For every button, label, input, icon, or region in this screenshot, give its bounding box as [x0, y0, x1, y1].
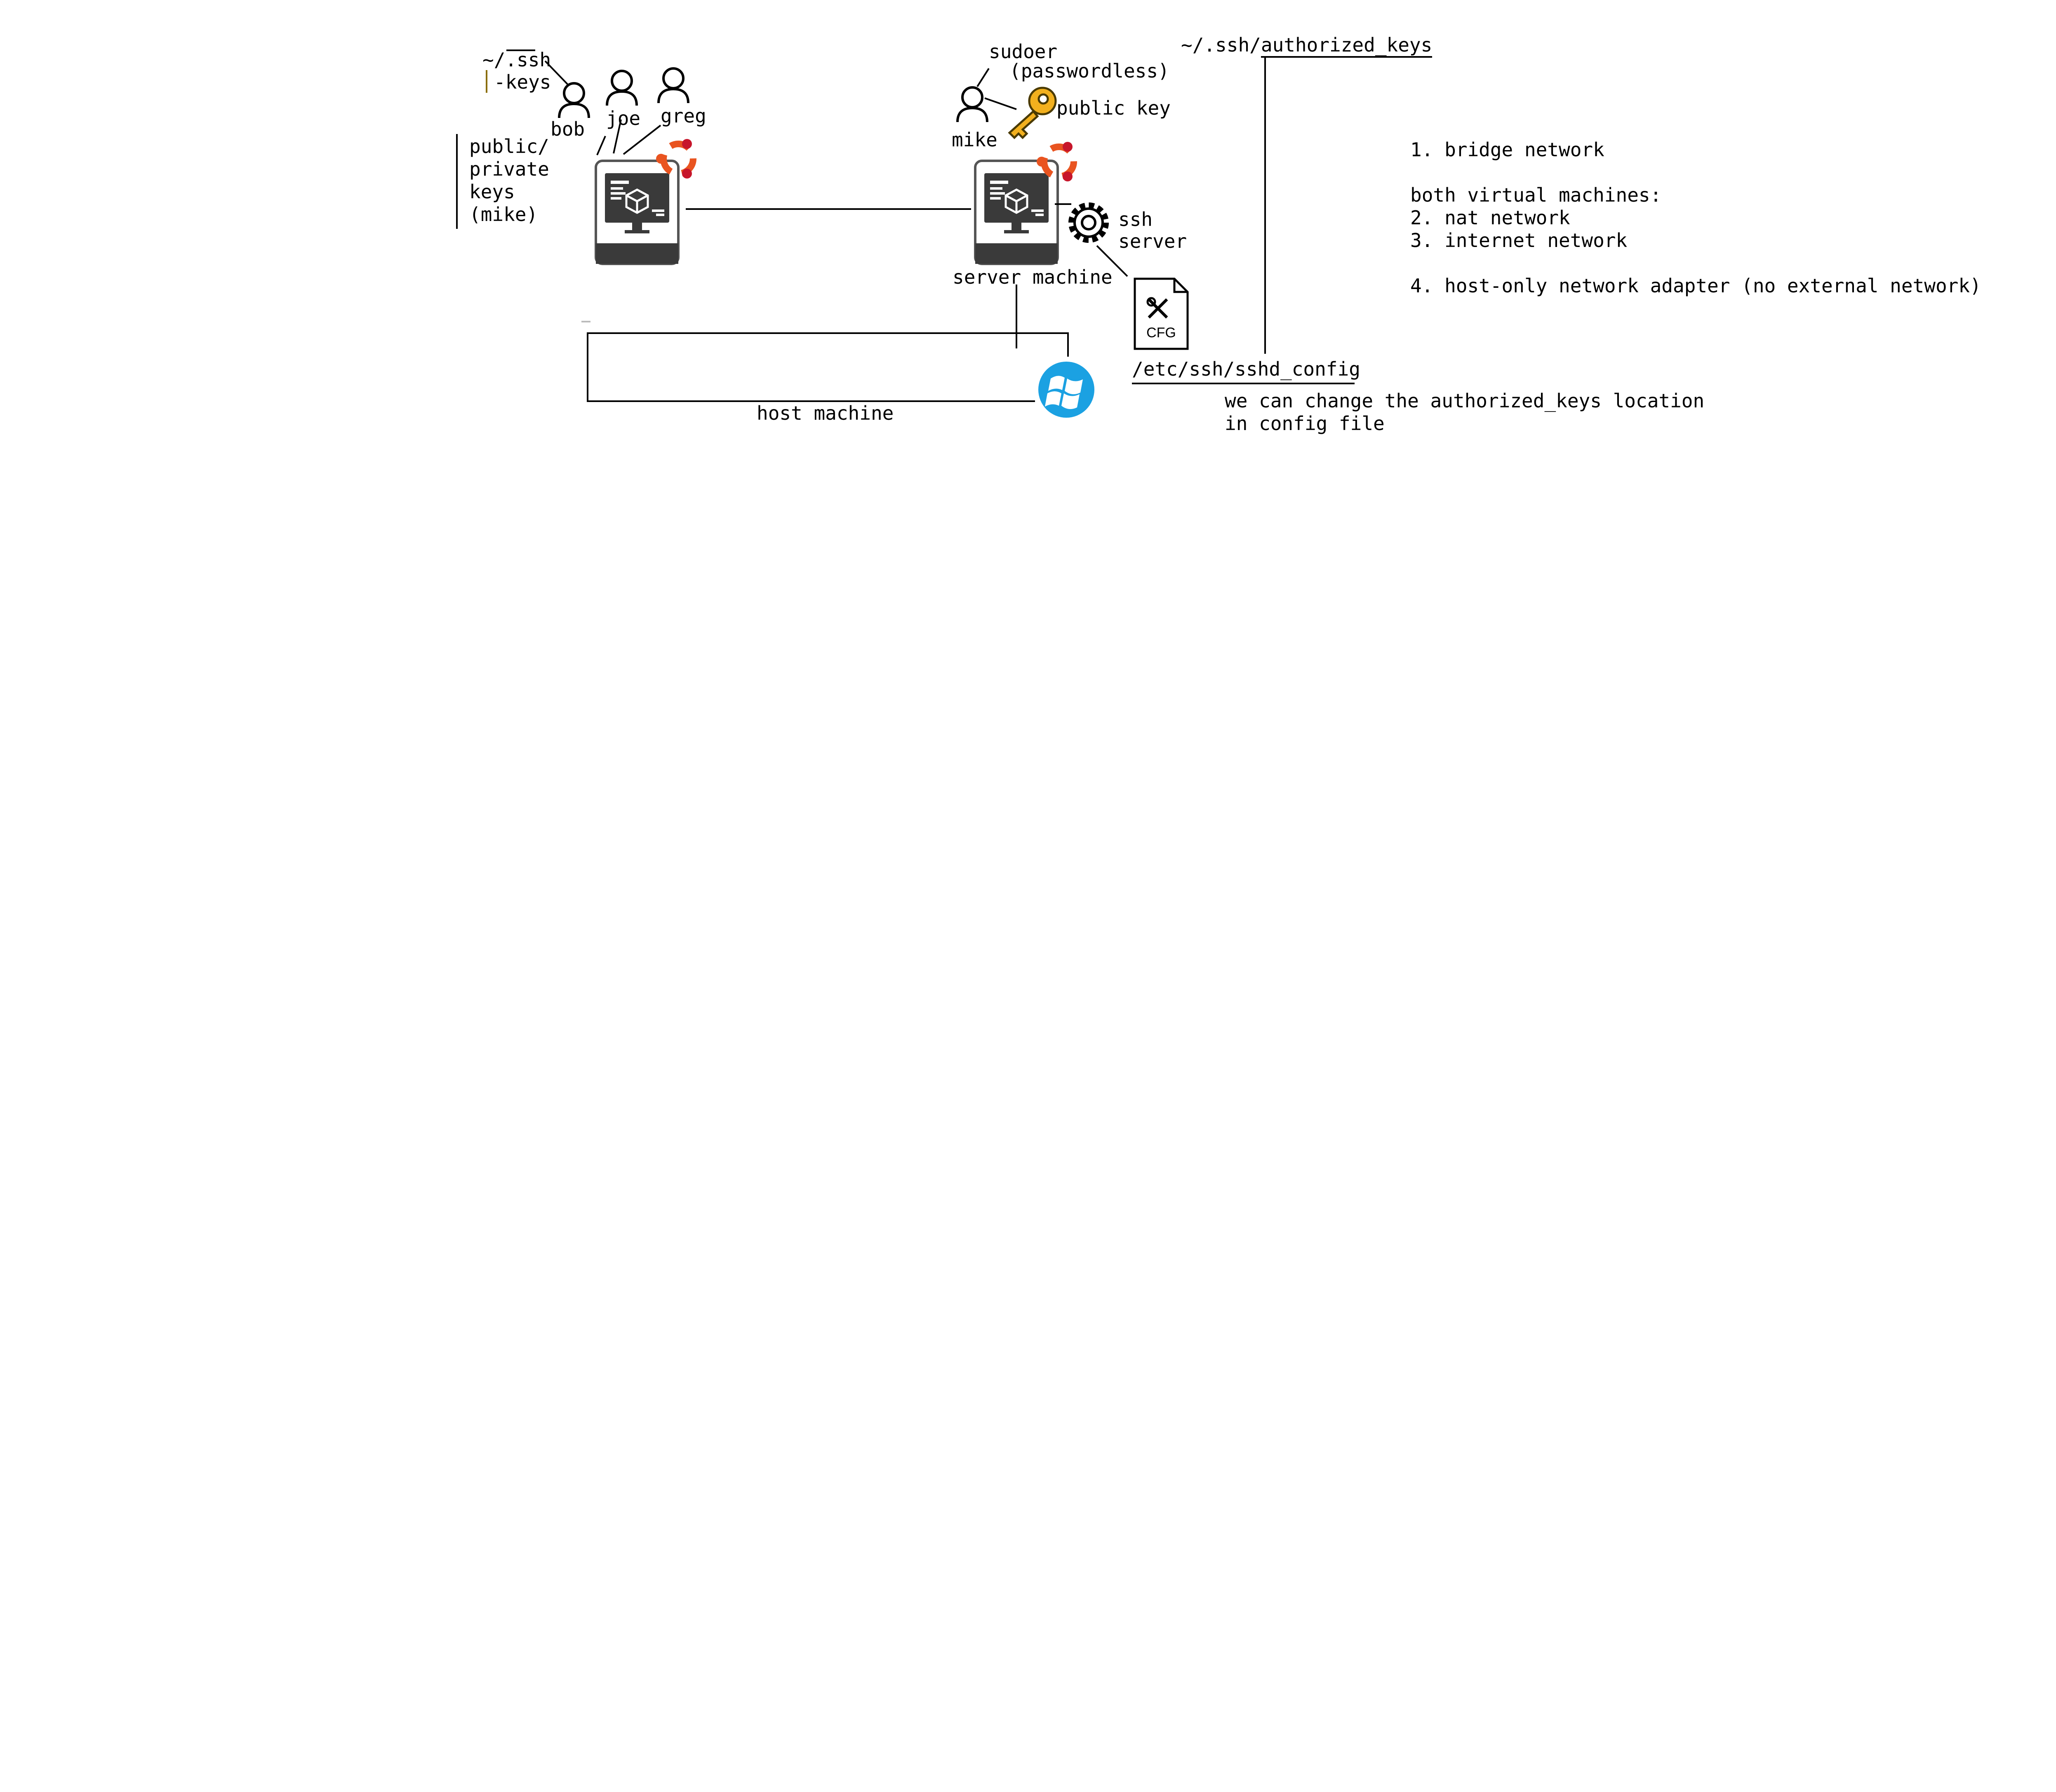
passwordless-label: (passwordless) — [1009, 60, 1169, 82]
greg-user-icon — [659, 68, 688, 103]
network-item-3: 3. internet network — [1410, 229, 1628, 252]
keys-note-line-3: keys — [469, 181, 515, 203]
client-ssh-keys-label: -keys — [494, 71, 551, 93]
ssh-server-label-line-1: ssh — [1118, 208, 1153, 230]
config-note-line-1: we can change the authorized_keys locati… — [1225, 390, 1705, 412]
network-item-1: 1. bridge network — [1410, 139, 1604, 161]
mike-user-icon — [957, 87, 987, 122]
windows-logo-icon — [1038, 362, 1094, 418]
keys-note-line-1: public/ — [469, 135, 549, 158]
config-note-line-2: in config file — [1225, 412, 1385, 435]
cfg-icon-label: CFG — [1146, 325, 1176, 341]
client-connectors — [456, 49, 661, 229]
server-vm-icon — [975, 161, 1058, 264]
cfg-file-icon: CFG — [1134, 278, 1189, 350]
host-machine-label: host machine — [757, 402, 894, 424]
authorized-keys-path: ~/.ssh/authorized_keys — [1181, 34, 1433, 58]
client-vm-icon — [596, 161, 678, 264]
sshd-config-path-label: /etc/ssh/sshd_config — [1132, 358, 1360, 380]
sudoer-label: sudoer — [989, 40, 1058, 63]
user-label-mike: mike — [952, 129, 997, 151]
public-key-label: public key — [1056, 97, 1171, 119]
ssh-server-label-line-2: server — [1118, 230, 1187, 252]
network-item-4: 4. host-only network adapter (no externa… — [1410, 275, 1981, 297]
host-machine-frame — [581, 321, 1069, 402]
user-label-joe: joe — [606, 107, 641, 129]
network-item-2: 2. nat network — [1410, 207, 1570, 229]
user-label-greg: greg — [661, 105, 706, 127]
mike-key-connector — [984, 97, 1017, 110]
bob-user-icon — [559, 83, 589, 118]
client-ssh-dir-label: ~/.ssh — [482, 49, 551, 71]
ssh-server-gear-icon — [1068, 202, 1109, 243]
keys-note-line-4: (mike) — [469, 203, 538, 226]
joe-user-icon — [607, 71, 637, 106]
authorized-keys-prefix: ~/.ssh/ — [1181, 34, 1261, 56]
authorized-keys-name: authorized_keys — [1261, 34, 1433, 58]
keys-note-line-2: private — [469, 158, 549, 180]
gear-cfg-connector — [1096, 245, 1128, 277]
sudoer-connector — [976, 68, 990, 87]
public-key-icon — [1008, 87, 1057, 139]
user-label-bob: bob — [550, 118, 585, 140]
network-heading: both virtual machines: — [1410, 184, 1662, 206]
server-machine-label: server machine — [953, 266, 1113, 288]
